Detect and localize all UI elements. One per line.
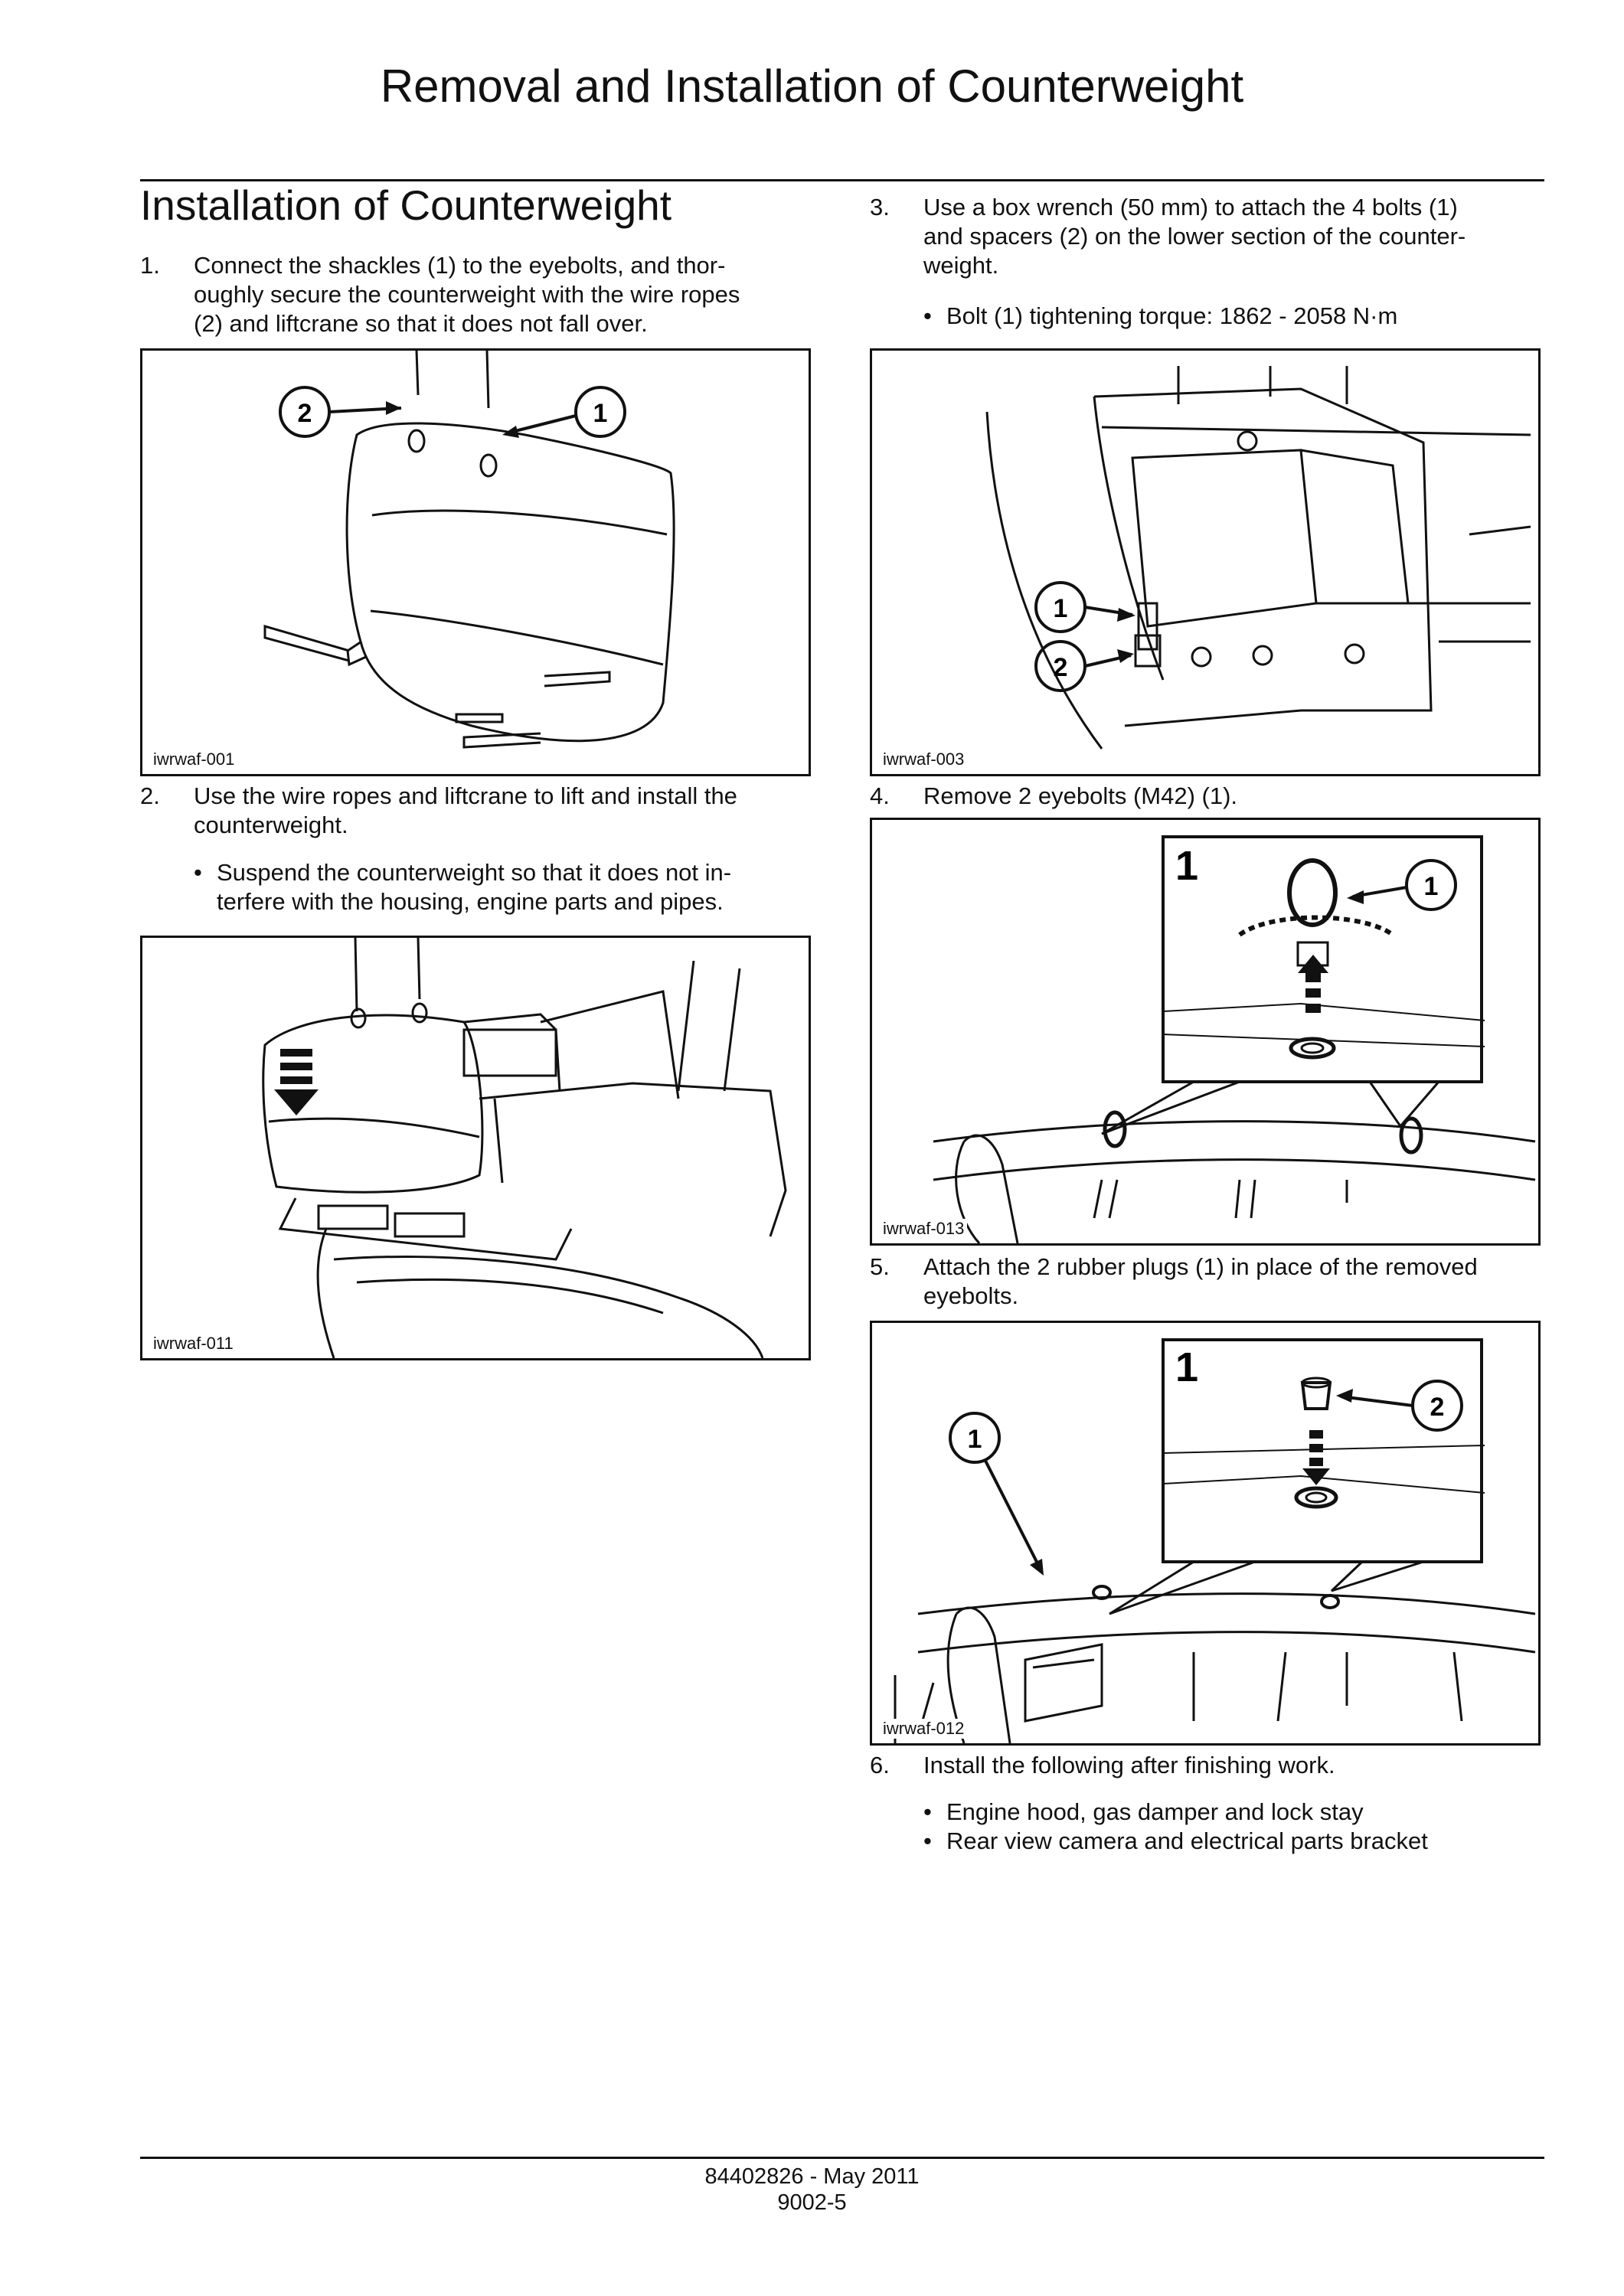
step-number: 2. [140, 782, 160, 809]
bullet-text-line: Rear view camera and electrical parts br… [946, 1827, 1428, 1854]
figure-callout: 2 [1054, 653, 1068, 682]
step-text-line: counterweight. [194, 812, 348, 838]
figure-remove-eyebolts: 1 1 iwrwaf-013 [870, 818, 1541, 1246]
step-2: 2. Use the wire ropes and liftcrane to l… [140, 782, 814, 843]
step-number: 3. [870, 194, 890, 220]
bullet-text-line: terfere with the housing, engine parts a… [217, 888, 724, 915]
figure-counterweight-suspended: 2 1 iwrwaf-001 [140, 348, 811, 776]
inset-label: 1 [1175, 1344, 1198, 1390]
step-text-line: (2) and liftcrane so that it does not fa… [194, 310, 648, 337]
counterweight-installing-drawing [262, 938, 787, 1358]
figure-rubber-plugs: 1 1 2 iwrwaf-012 [870, 1321, 1541, 1746]
header-rule [140, 179, 1544, 181]
step-4: 4. Remove 2 eyebolts (M42) (1). [870, 782, 1544, 812]
section-title: Installation of Counterweight [140, 181, 672, 229]
step-6: 6. Install the following after finishing… [870, 1751, 1544, 1782]
step-number: 5. [870, 1253, 890, 1280]
step-number: 6. [870, 1752, 890, 1778]
step-text-line: Connect the shackles (1) to the eyebolts… [194, 252, 726, 279]
figure-callout: 1 [1424, 872, 1439, 901]
step-2-bullet: • Suspend the counterweight so that it d… [194, 858, 822, 919]
bullet-text-line: Bolt (1) tightening torque: 1862 - 2058 … [946, 302, 1398, 329]
step-text-line: Attach the 2 rubber plugs (1) in place o… [923, 1253, 1478, 1280]
bullet-marker: • [923, 1798, 932, 1825]
bolts-spacers-drawing: 1 2 [985, 366, 1531, 750]
step-6-bullet-1: • Engine hood, gas damper and lock stay [923, 1798, 1551, 1828]
step-text-line: and spacers (2) on the lower section of … [923, 223, 1466, 250]
step-number: 1. [140, 252, 160, 279]
figure-callout: 2 [298, 399, 312, 428]
figure-label: iwrwaf-011 [150, 1334, 237, 1354]
footer-page-number: 9002-5 [777, 2190, 847, 2215]
step-text-line: Install the following after finishing wo… [923, 1752, 1335, 1778]
bullet-text-line: Engine hood, gas damper and lock stay [946, 1798, 1364, 1825]
figure-bolts-spacers: 1 2 iwrwaf-003 [870, 348, 1541, 776]
figure-callout: 1 [593, 399, 608, 428]
bullet-marker: • [194, 859, 202, 886]
figure-callout: 1 [968, 1425, 982, 1454]
rubber-plugs-drawing: 1 1 2 [894, 1338, 1536, 1743]
figure-label: iwrwaf-003 [880, 750, 968, 769]
figure-label: iwrwaf-012 [880, 1719, 968, 1739]
step-text-line: Use the wire ropes and liftcrane to lift… [194, 782, 737, 809]
bullet-marker: • [923, 1827, 932, 1854]
step-text-line: oughly secure the counterweight with the… [194, 281, 740, 308]
counterweight-suspended-drawing: 2 1 [263, 351, 675, 749]
inset-label: 1 [1175, 843, 1198, 889]
step-text-line: eyebolts. [923, 1282, 1019, 1309]
step-5: 5. Attach the 2 rubber plugs (1) in plac… [870, 1253, 1544, 1314]
step-6-bullet-2: • Rear view camera and electrical parts … [923, 1827, 1551, 1857]
step-3: 3. Use a box wrench (50 mm) to attach th… [870, 193, 1544, 285]
step-number: 4. [870, 782, 890, 809]
step-1: 1. Connect the shackles (1) to the eyebo… [140, 251, 814, 343]
step-3-bullet: • Bolt (1) tightening torque: 1862 - 205… [923, 302, 1551, 332]
figure-callout: 1 [1054, 594, 1068, 623]
bullet-text-line: Suspend the counterweight so that it doe… [217, 859, 732, 886]
page-title: Removal and Installation of Counterweigh… [380, 60, 1244, 112]
figure-counterweight-installing: iwrwaf-011 [140, 936, 811, 1360]
figure-callout: 2 [1430, 1393, 1445, 1422]
figure-label: iwrwaf-013 [880, 1219, 968, 1239]
footer-rule [140, 2157, 1544, 2159]
step-text-line: weight. [923, 252, 999, 279]
remove-eyebolts-drawing: 1 1 [933, 835, 1536, 1243]
step-text-line: Use a box wrench (50 mm) to attach the 4… [923, 194, 1458, 220]
bullet-marker: • [923, 302, 932, 329]
step-text-line: Remove 2 eyebolts (M42) (1). [923, 782, 1238, 809]
footer-doc-ref: 84402826 - May 2011 [704, 2164, 920, 2189]
figure-label: iwrwaf-001 [150, 750, 238, 769]
